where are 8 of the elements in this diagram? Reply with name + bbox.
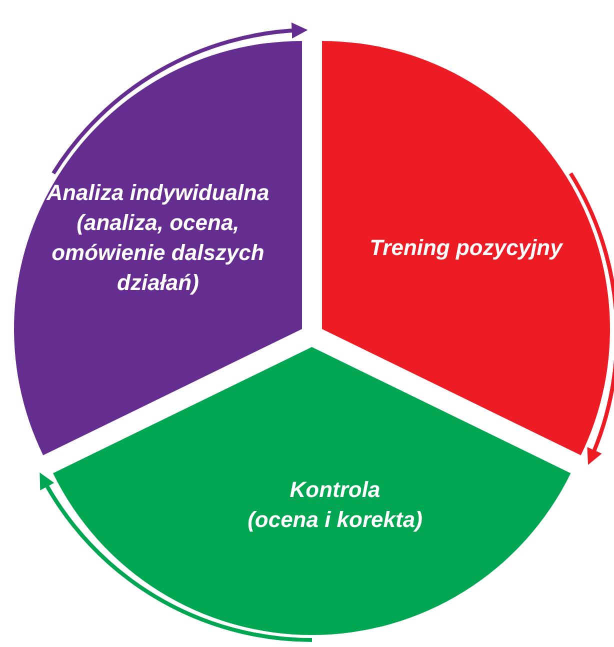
curved-arrow [39, 472, 312, 642]
segment-title: Kontrola [288, 476, 382, 504]
segment-subtitle: (ocena i korekta) [246, 506, 424, 534]
segment-subtitle: (analiza, ocena, omówienie dalszych działań) [50, 208, 266, 297]
segment-title: Trening pozycyjny [368, 234, 564, 262]
curved-arrow [568, 172, 614, 466]
curved-arrow [52, 23, 308, 175]
segment-title: Analiza indywidualna [46, 178, 270, 207]
